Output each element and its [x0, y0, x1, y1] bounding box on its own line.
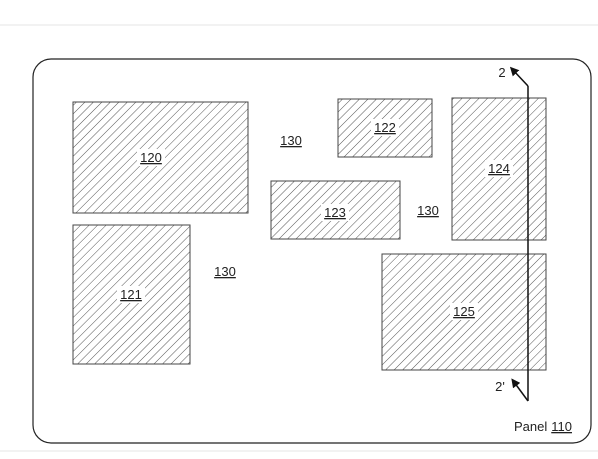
section-start-label: 2 — [498, 65, 505, 80]
region-label: 123 — [324, 205, 346, 220]
region-122: 122 — [337, 98, 433, 158]
region-label: 121 — [120, 287, 142, 302]
region-label: 122 — [374, 120, 396, 135]
region-125: 125 — [381, 253, 547, 371]
spacing-label: 130 — [214, 264, 236, 279]
region-label: 125 — [453, 304, 475, 319]
region-123: 123 — [270, 180, 401, 240]
region-label: 120 — [140, 150, 162, 165]
region-121: 121 — [72, 224, 191, 365]
panel-outline — [32, 58, 592, 444]
spacing-label: 130 — [280, 133, 302, 148]
spacing-label: 130 — [417, 203, 439, 218]
region-label: 124 — [488, 161, 510, 176]
panel-caption-prefix: Panel — [514, 419, 547, 434]
region-124: 124 — [451, 97, 547, 241]
section-arrow-bottom — [511, 378, 529, 402]
section-arrow-top — [509, 66, 529, 87]
region-120: 120 — [72, 101, 249, 214]
panel-number: 110 — [551, 419, 572, 434]
section-end-label: 2' — [495, 379, 505, 394]
panel-caption: Panel 110 — [514, 419, 572, 434]
